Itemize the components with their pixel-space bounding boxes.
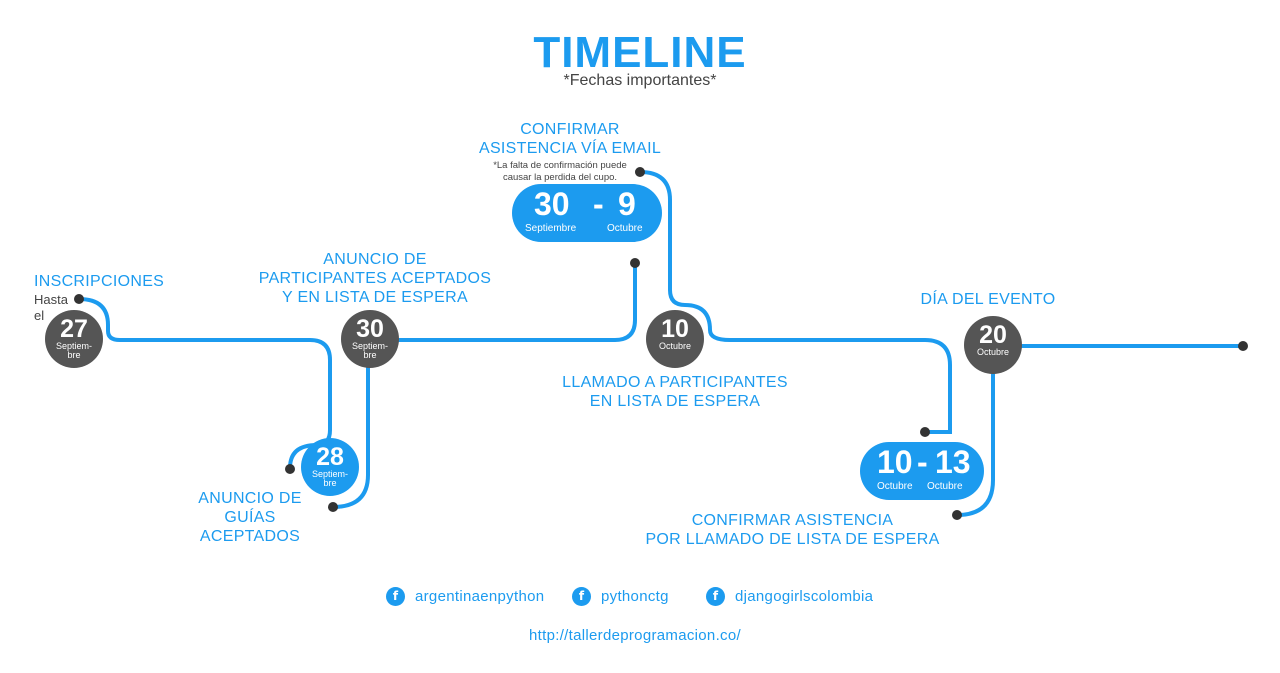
timeline-dot [920, 427, 930, 437]
date-badge-28-septiembre: 28 Septiem- bre [301, 438, 359, 496]
timeline-dot [328, 502, 338, 512]
date-badge-20-octubre: 20 Octubre [964, 316, 1022, 374]
confirmar-lista-label: CONFIRMAR ASISTENCIA POR LLAMADO DE LIST… [645, 512, 940, 548]
facebook-icon: f [386, 586, 405, 606]
social-link-argentinaenpython[interactable]: f argentinaenpython [386, 586, 544, 606]
page-subtitle: *Fechas importantes* [563, 72, 717, 89]
guias-label: ANUNCIO DE GUÍAS ACEPTADOS [198, 490, 302, 545]
timeline-dot [285, 464, 295, 474]
inscripciones-prefix: Hasta el [34, 292, 68, 323]
page-title: TIMELINE [533, 28, 747, 77]
date-range-badge-30sep-9oct: 30 - 9 Septiembre Octubre [512, 184, 662, 242]
timeline-dot [74, 294, 84, 304]
timeline-segment-1 [77, 297, 332, 470]
date-badge-30-septiembre: 30 Septiem- bre [341, 310, 399, 368]
timeline-segment-3 [638, 170, 952, 434]
timeline-dot [1238, 341, 1248, 351]
participantes-label: ANUNCIO DE PARTICIPANTES ACEPTADOS Y EN … [258, 251, 492, 306]
confirmar-email-note: *La falta de confirmación puede causar l… [493, 160, 627, 183]
date-range-badge-10-13-octubre: 10 - 13 Octubre Octubre [860, 442, 984, 500]
facebook-icon: f [706, 586, 725, 606]
evento-label: DÍA DEL EVENTO [920, 291, 1056, 308]
website-link[interactable]: http://tallerdeprogramacion.co/ [529, 627, 741, 644]
social-name: argentinaenpython [415, 587, 545, 605]
social-link-djangogirlscolombia[interactable]: f djangogirlscolombia [706, 586, 873, 606]
social-link-pythonctg[interactable]: f pythonctg [572, 586, 669, 606]
facebook-icon: f [572, 586, 591, 606]
timeline-dot [952, 510, 962, 520]
date-badge-27-septiembre: 27 Septiem- bre [45, 310, 103, 368]
social-name: djangogirlscolombia [735, 587, 874, 605]
timeline-dot [630, 258, 640, 268]
llamado-label: LLAMADO A PARTICIPANTES EN LISTA DE ESPE… [562, 374, 788, 410]
confirmar-email-label: CONFIRMAR ASISTENCIA VÍA EMAIL [478, 121, 662, 157]
social-name: pythonctg [601, 587, 669, 605]
date-badge-10-octubre: 10 Octubre [646, 310, 704, 368]
timeline-dot [635, 167, 645, 177]
inscripciones-label: INSCRIPCIONES [34, 273, 165, 290]
